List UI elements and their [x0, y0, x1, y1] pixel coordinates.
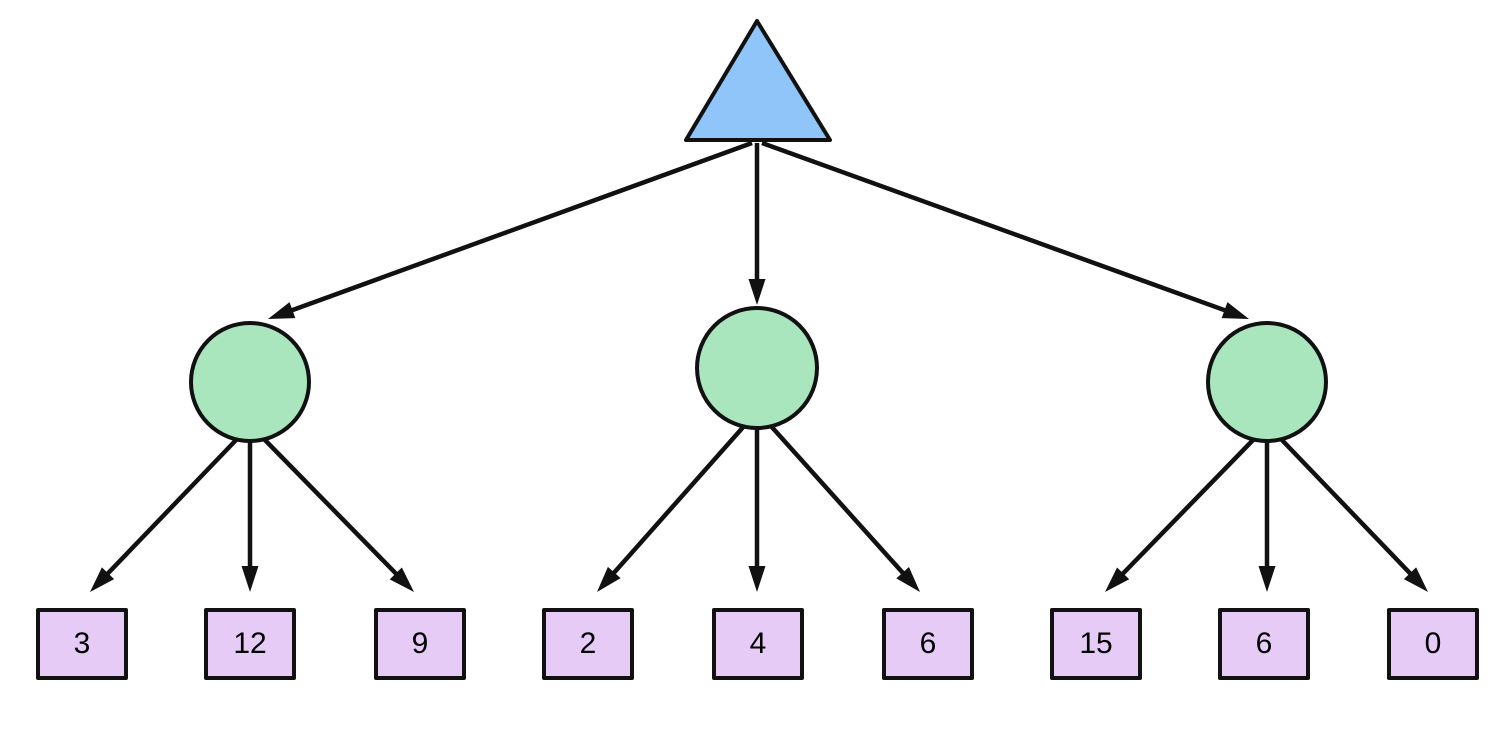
leaf-6[interactable]: 6 — [882, 608, 974, 680]
branch-left-node[interactable] — [189, 321, 311, 443]
edge-left-to-leaf-9-arrowhead — [389, 567, 414, 592]
leaf-6-label: 6 — [920, 627, 937, 660]
leaf-12-box[interactable] — [204, 608, 296, 680]
leaf-0-box[interactable] — [1387, 608, 1479, 680]
edge-right-to-leaf-6b — [1258, 441, 1276, 592]
edge-root-to-middle — [748, 143, 766, 305]
leaf-9-box[interactable] — [374, 608, 466, 680]
leaf-6b-label: 6 — [1256, 627, 1273, 660]
edge-middle-to-leaf-4 — [748, 428, 766, 592]
leaf-3-label: 3 — [74, 627, 91, 660]
edge-middle-to-leaf-4-arrowhead — [748, 566, 766, 592]
edge-root-to-left — [268, 140, 753, 319]
leaf-15[interactable]: 15 — [1050, 608, 1142, 680]
edge-left-to-leaf-3-arrowhead — [90, 567, 115, 592]
leaf-12-label: 12 — [233, 627, 266, 660]
edge-right-to-leaf-6b-arrowhead — [1258, 566, 1276, 592]
leaf-2-box[interactable] — [542, 608, 634, 680]
leaf-12[interactable]: 12 — [204, 608, 296, 680]
leaf-4-label: 4 — [750, 627, 767, 660]
leaf-4[interactable]: 4 — [712, 608, 804, 680]
edge-left-to-leaf-9 — [261, 436, 414, 592]
edge-left-to-leaf-9-line — [261, 436, 400, 578]
branch-right-circle-shape[interactable] — [1206, 321, 1328, 443]
leaf-3[interactable]: 3 — [36, 608, 128, 680]
root-triangle-shape[interactable] — [684, 19, 832, 142]
leaf-15-box[interactable] — [1050, 608, 1142, 680]
edge-root-to-right-line — [761, 140, 1229, 314]
edge-middle-to-leaf-2-line — [610, 423, 747, 577]
root-node[interactable] — [684, 19, 832, 142]
edge-right-to-leaf-15-arrowhead — [1105, 567, 1130, 592]
leaf-9[interactable]: 9 — [374, 608, 466, 680]
branch-middle-node[interactable] — [695, 306, 819, 430]
leaf-4-box[interactable] — [712, 608, 804, 680]
edge-middle-to-leaf-6 — [768, 423, 920, 592]
edge-right-to-leaf-0-line — [1278, 436, 1414, 577]
branch-middle-circle-shape[interactable] — [695, 306, 819, 430]
edge-right-to-leaf-0 — [1278, 436, 1428, 592]
branch-right-node[interactable] — [1206, 321, 1328, 443]
edge-root-to-middle-arrowhead — [748, 279, 766, 305]
edge-middle-to-leaf-2-arrowhead — [597, 566, 621, 592]
leaf-9-label: 9 — [412, 627, 429, 660]
edge-middle-to-leaf-2 — [597, 423, 747, 592]
edge-root-to-right-arrowhead — [1221, 302, 1249, 319]
edge-middle-to-leaf-6-line — [768, 423, 907, 577]
edge-right-to-leaf-0-arrowhead — [1403, 567, 1428, 592]
leaf-2-label: 2 — [580, 627, 597, 660]
edge-right-to-leaf-15-line — [1119, 436, 1257, 578]
leaf-3-box[interactable] — [36, 608, 128, 680]
edge-right-to-leaf-15 — [1105, 436, 1257, 592]
leaf-6b-box[interactable] — [1218, 608, 1310, 680]
branch-nodes-layer — [189, 306, 1328, 443]
leaf-6-box[interactable] — [882, 608, 974, 680]
edge-root-to-left-line — [288, 140, 753, 314]
edge-left-to-leaf-12-arrowhead — [241, 566, 259, 592]
edge-root-to-left-arrowhead — [268, 302, 296, 319]
branch-left-circle-shape[interactable] — [189, 321, 311, 443]
leaf-0-label: 0 — [1425, 627, 1442, 660]
leaf-6b[interactable]: 6 — [1218, 608, 1310, 680]
leaf-2[interactable]: 2 — [542, 608, 634, 680]
edge-left-to-leaf-3-line — [104, 436, 240, 577]
leaf-15-label: 15 — [1079, 627, 1112, 660]
edge-root-to-right — [761, 140, 1249, 319]
leaf-nodes-layer: 3 12 9 2 4 6 15 6 0 — [36, 608, 1479, 680]
edge-middle-to-leaf-6-arrowhead — [896, 566, 920, 592]
leaf-0[interactable]: 0 — [1387, 608, 1479, 680]
edge-left-to-leaf-3 — [90, 436, 240, 592]
edge-left-to-leaf-12 — [241, 441, 259, 592]
edges-layer — [90, 140, 1428, 592]
